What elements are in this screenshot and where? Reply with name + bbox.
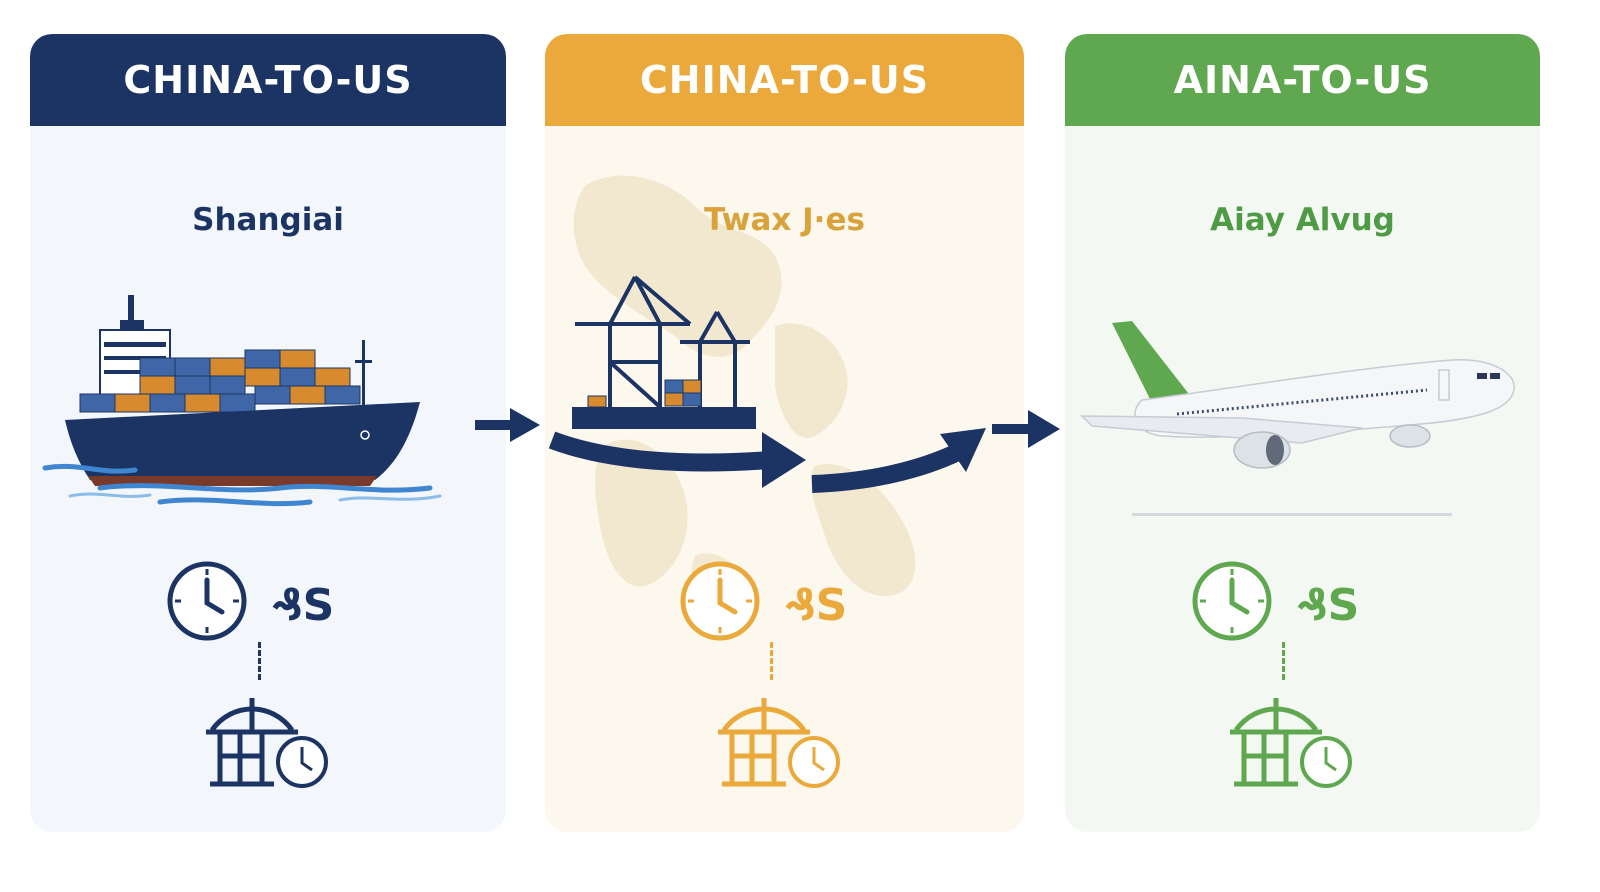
port-crane-clock-icon	[1230, 698, 1352, 788]
clock-icon	[680, 561, 760, 641]
cost-symbol: ₰S	[785, 580, 848, 631]
arrow-right-icon	[992, 410, 1060, 448]
panel-title: CHINA-TO-US	[30, 34, 506, 126]
port-crane-clock-icon	[206, 698, 328, 788]
panel-port-transfer: CHINA-TO-US Twax J∙es	[545, 34, 1024, 832]
connector-line	[770, 642, 773, 680]
arrow-right-icon	[475, 408, 540, 442]
cost-symbol: ₰S	[1297, 580, 1360, 631]
panel-title: CHINA-TO-US	[545, 34, 1024, 126]
panel-subtitle: Aiay Alvug	[1210, 202, 1395, 238]
clock-icon	[1192, 561, 1272, 641]
flow-arrows	[475, 408, 1060, 493]
clock-icon	[167, 561, 247, 641]
curved-arrow-icon	[548, 431, 806, 488]
panel-subtitle: Shangiai	[192, 202, 344, 238]
panel-title: AINA-TO-US	[1065, 34, 1540, 126]
cargo-ship-icon	[42, 295, 442, 507]
connector-line	[258, 642, 261, 680]
curved-arrow-icon	[811, 428, 986, 493]
cost-symbol: ₰S	[272, 580, 335, 631]
port-crane-icon	[572, 275, 756, 429]
port-crane-clock-icon	[718, 698, 840, 788]
airplane-icon	[1080, 321, 1515, 516]
panel-subtitle: Twax J∙es	[704, 202, 865, 238]
connector-line	[1282, 642, 1285, 680]
